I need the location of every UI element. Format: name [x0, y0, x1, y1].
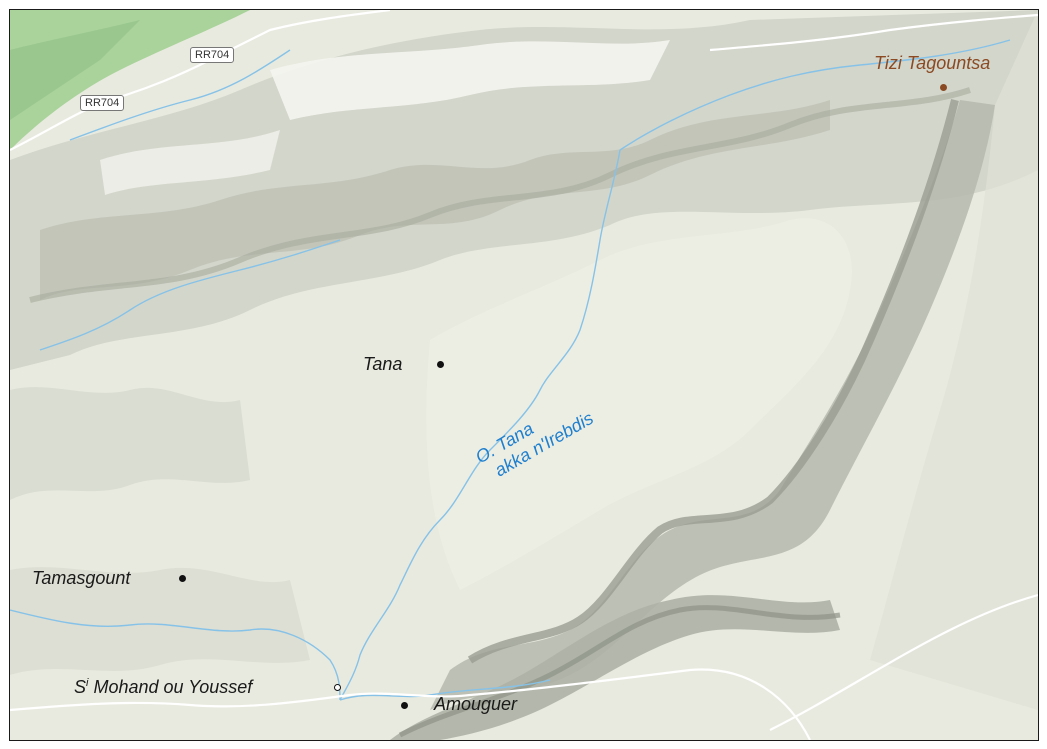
ridge-crest-north	[29, 87, 971, 303]
pass-marker-tizi-tagountsa[interactable]	[940, 84, 947, 91]
road-shield-rr704-upper: RR704	[190, 47, 235, 63]
place-marker-tana[interactable]	[437, 361, 444, 368]
si-mohand-prefix: S	[74, 677, 87, 697]
road-shield-rr704-lower: RR704	[80, 95, 125, 111]
north-ridge-highlight-2	[100, 130, 280, 195]
place-marker-si-mohand-ou-youssef[interactable]	[334, 684, 341, 691]
southwest-hills	[10, 567, 310, 675]
south-ridge	[390, 595, 840, 740]
east-escarpment-crest	[467, 99, 959, 664]
map-view[interactable]: RR704 RR704 Tizi Tagountsa O. Tana akka …	[9, 9, 1039, 741]
place-label-si-mohand-ou-youssef[interactable]: Si Mohand ou Youssef	[74, 677, 253, 697]
road-south	[10, 668, 811, 740]
road-northeast	[709, 13, 1038, 52]
river-top-left	[69, 49, 291, 141]
east-plateau	[870, 10, 1038, 710]
west-hills	[10, 387, 250, 500]
road-east	[769, 593, 1038, 731]
vegetation-shade	[10, 20, 140, 120]
south-ridge-crest	[398, 605, 841, 738]
north-ridge-highlight	[270, 40, 670, 120]
valley-plain	[426, 218, 852, 590]
si-mohand-sup: i	[86, 677, 89, 689]
place-label-tana[interactable]: Tana	[363, 354, 403, 374]
river-tana	[339, 149, 621, 701]
si-mohand-rest: Mohand ou Youssef	[88, 677, 253, 697]
place-marker-tamasgount[interactable]	[179, 575, 186, 582]
river-west-branch	[39, 239, 341, 351]
terrain-map	[10, 10, 1038, 740]
rivers	[10, 39, 1011, 701]
river-upper-north	[619, 39, 1011, 151]
north-ridge-dark	[40, 100, 830, 300]
roads	[10, 10, 1038, 740]
pass-label-tizi-tagountsa[interactable]: Tizi Tagountsa	[874, 53, 991, 73]
place-label-amouguer[interactable]: Amouguer	[434, 694, 518, 714]
place-label-tamasgount[interactable]: Tamasgount	[32, 568, 131, 588]
east-escarpment	[430, 100, 995, 710]
place-marker-amouguer[interactable]	[401, 702, 408, 709]
river-west-lower	[10, 609, 341, 701]
